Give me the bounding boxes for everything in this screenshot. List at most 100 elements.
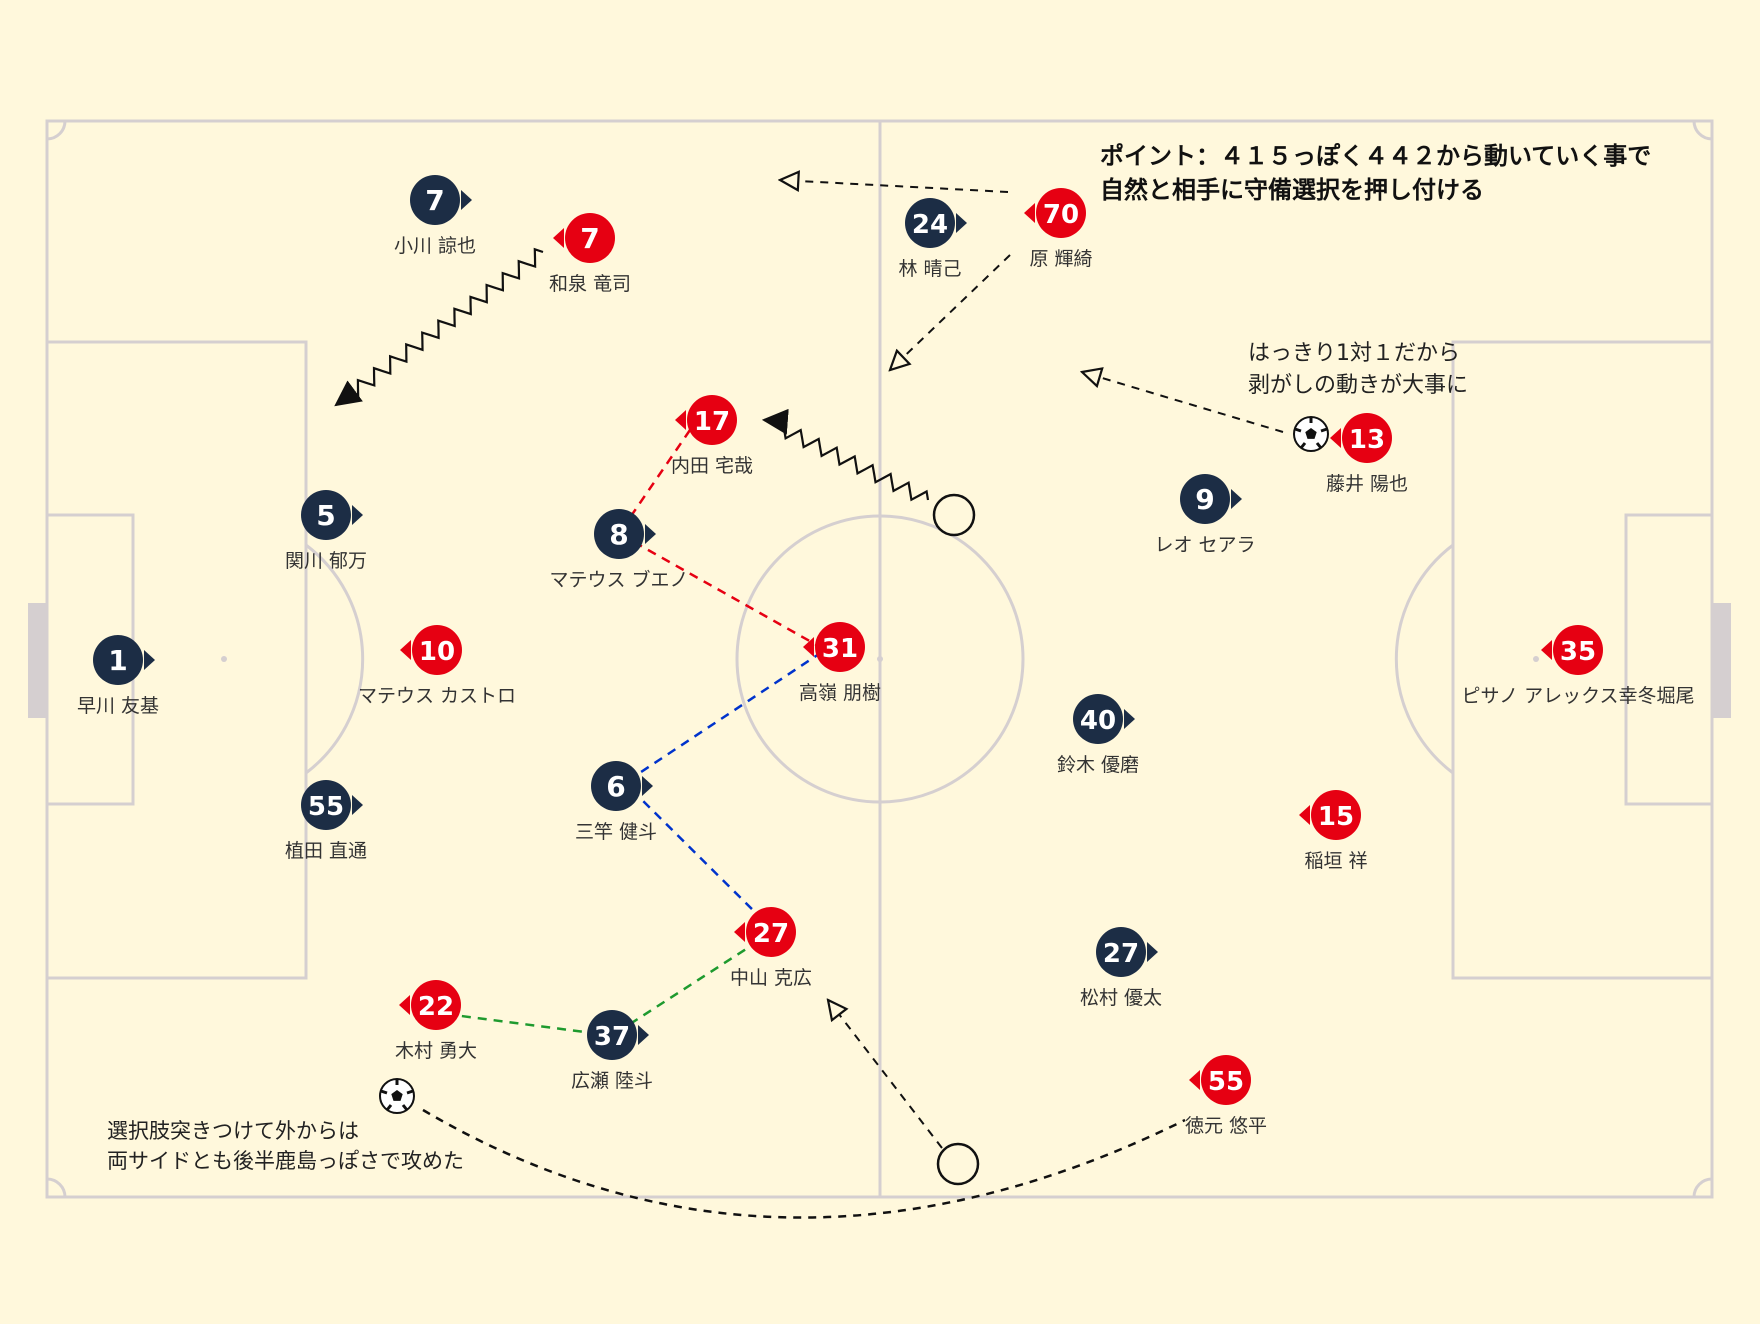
direction-triangle-icon — [1299, 805, 1310, 825]
run-arrow-top — [780, 180, 1009, 193]
center-circle — [735, 514, 1025, 804]
away-player-40: 40 鈴木 優磨 — [1057, 694, 1139, 776]
left-goal — [28, 603, 47, 718]
player-name: 松村 優太 — [1080, 987, 1162, 1009]
corner-arc-br — [1692, 1177, 1713, 1198]
link-green-2 — [629, 938, 761, 1026]
player-number: 55 — [308, 792, 344, 822]
player-number: 7 — [425, 184, 444, 217]
duel-annotation-line2: 剥がしの動きが大事に — [1248, 373, 1468, 398]
direction-triangle-icon — [638, 1025, 649, 1045]
player-name: マテウス カストロ — [358, 685, 516, 707]
player-marker — [301, 490, 351, 540]
player-name: 和泉 竜司 — [549, 273, 631, 295]
away-player-5: 5 関川 郁万 — [285, 490, 367, 572]
player-marker — [410, 175, 460, 225]
player-name: 鈴木 優磨 — [1057, 754, 1139, 776]
direction-triangle-icon — [675, 410, 686, 430]
direction-triangle-icon — [642, 776, 653, 796]
link-lines — [445, 429, 823, 1036]
player-number: 6 — [606, 770, 625, 803]
direction-triangle-icon — [645, 524, 656, 544]
wide-annotation-line1: 選択肢突きつけて外からは — [107, 1119, 359, 1143]
player-number: 70 — [1043, 200, 1079, 230]
player-number: 35 — [1560, 637, 1596, 667]
direction-triangle-icon — [1189, 1070, 1200, 1090]
direction-triangle-icon — [1024, 203, 1035, 223]
away-player-24: 24 林 晴己 — [898, 198, 967, 280]
direction-triangle-icon — [1541, 640, 1552, 660]
switch-arc — [422, 1108, 1186, 1219]
player-marker — [905, 198, 955, 248]
direction-triangle-icon — [144, 650, 155, 670]
away-player-37: 37 広瀬 陸斗 — [571, 1010, 653, 1092]
direction-triangle-icon — [1330, 428, 1341, 448]
player-marker — [687, 395, 737, 445]
player-number: 24 — [912, 210, 948, 240]
player-marker — [815, 622, 865, 672]
right-goal-area — [1624, 513, 1714, 806]
soccer-ball-icon — [379, 1078, 415, 1114]
player-number: 37 — [594, 1022, 630, 1052]
player-number: 15 — [1318, 802, 1354, 832]
link-blue-2 — [631, 789, 769, 926]
right-penalty-arc — [1394, 543, 1454, 775]
player-number: 8 — [609, 518, 628, 551]
player-marker — [1311, 790, 1361, 840]
player-name: 内田 宅哉 — [671, 455, 753, 477]
direction-triangle-icon — [956, 213, 967, 233]
player-name: 小川 諒也 — [394, 235, 476, 257]
direction-triangle-icon — [734, 922, 745, 942]
movement-arrows — [422, 180, 1284, 1219]
player-marker — [1553, 625, 1603, 675]
player-name: 三竿 健斗 — [575, 821, 657, 843]
player-number: 1 — [108, 644, 127, 677]
away-player-7: 7 小川 諒也 — [394, 175, 476, 257]
direction-triangle-icon — [1124, 709, 1135, 729]
player-name: 早川 友基 — [77, 695, 159, 717]
player-number: 27 — [753, 919, 789, 949]
player-number: 40 — [1080, 706, 1116, 736]
player-number: 7 — [580, 222, 599, 255]
home-player-35: 35 ピサノ アレックス幸冬堀尾 — [1461, 625, 1695, 707]
player-number: 55 — [1208, 1067, 1244, 1097]
player-name: 林 晴己 — [898, 258, 961, 280]
player-marker — [93, 635, 143, 685]
dribble-arrow-left — [334, 247, 544, 407]
corner-arc-tr — [1692, 120, 1713, 141]
run-arrow-diagonal — [890, 254, 1011, 370]
player-name: ピサノ アレックス幸冬堀尾 — [1461, 685, 1694, 707]
player-marker — [1096, 927, 1146, 977]
dribble-arrow-center — [761, 408, 930, 502]
run-arrow-bottom — [828, 1000, 943, 1149]
player-number: 22 — [418, 992, 454, 1022]
player-marker — [1180, 474, 1230, 524]
point-annotation-line1: ポイント：４１５っぽく４４２から動いていく事で — [1100, 142, 1651, 170]
link-blue-1 — [631, 650, 823, 780]
center-spot — [877, 656, 883, 662]
home-player-70: 70 原 輝綺 — [1024, 188, 1093, 270]
corner-arc-tl — [46, 120, 67, 141]
player-number: 5 — [316, 499, 335, 532]
empty-circle-marker — [932, 493, 976, 537]
player-name: 関川 郁万 — [285, 550, 367, 572]
link-red-2 — [633, 540, 823, 650]
player-marker — [1201, 1055, 1251, 1105]
player-number: 10 — [419, 637, 455, 667]
player-name: 広瀬 陸斗 — [571, 1070, 653, 1092]
player-marker — [411, 980, 461, 1030]
player-name: 原 輝綺 — [1029, 248, 1092, 270]
player-marker — [587, 1010, 637, 1060]
right-goal — [1712, 603, 1731, 718]
player-marker — [412, 625, 462, 675]
